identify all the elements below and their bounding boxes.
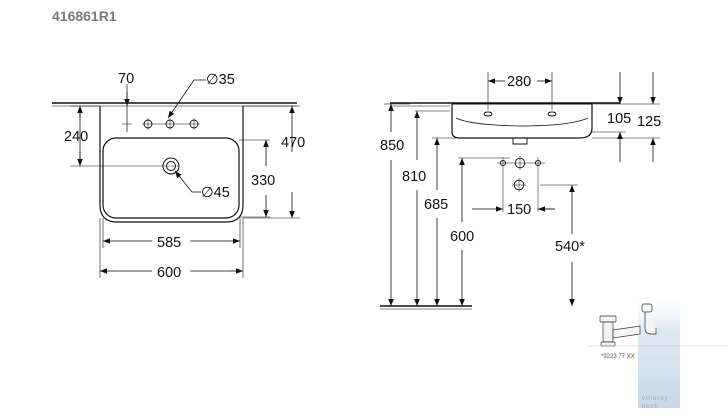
dim-470: 470	[281, 135, 305, 151]
product-code: 416861R1	[52, 8, 117, 24]
dim-105: 105	[607, 111, 631, 127]
bowl-outline	[102, 137, 240, 219]
dim-600-top: 600	[157, 265, 181, 281]
dim-600-side: 600	[450, 229, 474, 245]
dim-810: 810	[402, 169, 426, 185]
dim-330: 330	[251, 173, 275, 189]
inset-part-number: *9223 77 XX	[601, 354, 635, 360]
dim-850: 850	[380, 138, 404, 154]
dim-125: 125	[637, 114, 661, 130]
dim-dia-35: ∅35	[206, 72, 235, 88]
tap-holes	[122, 118, 200, 130]
dim-585: 585	[157, 235, 181, 251]
top-view-labels: 70 ∅35 240 470 330 ∅45 585 600	[64, 71, 305, 281]
dim-70: 70	[118, 71, 134, 87]
svg-text:villeroy: villeroy	[642, 396, 669, 402]
drain	[162, 157, 180, 175]
side-view	[380, 72, 660, 310]
dim-685: 685	[424, 197, 448, 213]
dim-240: 240	[64, 129, 88, 145]
dim-150: 150	[507, 202, 531, 218]
dim-dia-45: ∅45	[201, 185, 230, 201]
top-view	[52, 79, 300, 278]
basin-outline	[99, 106, 244, 223]
side-view-labels: 280 850 810 685 600 105 125 150 540*	[380, 74, 661, 255]
dim-280: 280	[507, 74, 531, 90]
supply-connections	[497, 156, 545, 212]
dim-540: 540*	[555, 239, 585, 255]
basin-profile	[451, 104, 593, 139]
svg-text:boch: boch	[642, 404, 659, 410]
siphon-inset: *9223 77 XX villeroy boch	[587, 288, 727, 410]
